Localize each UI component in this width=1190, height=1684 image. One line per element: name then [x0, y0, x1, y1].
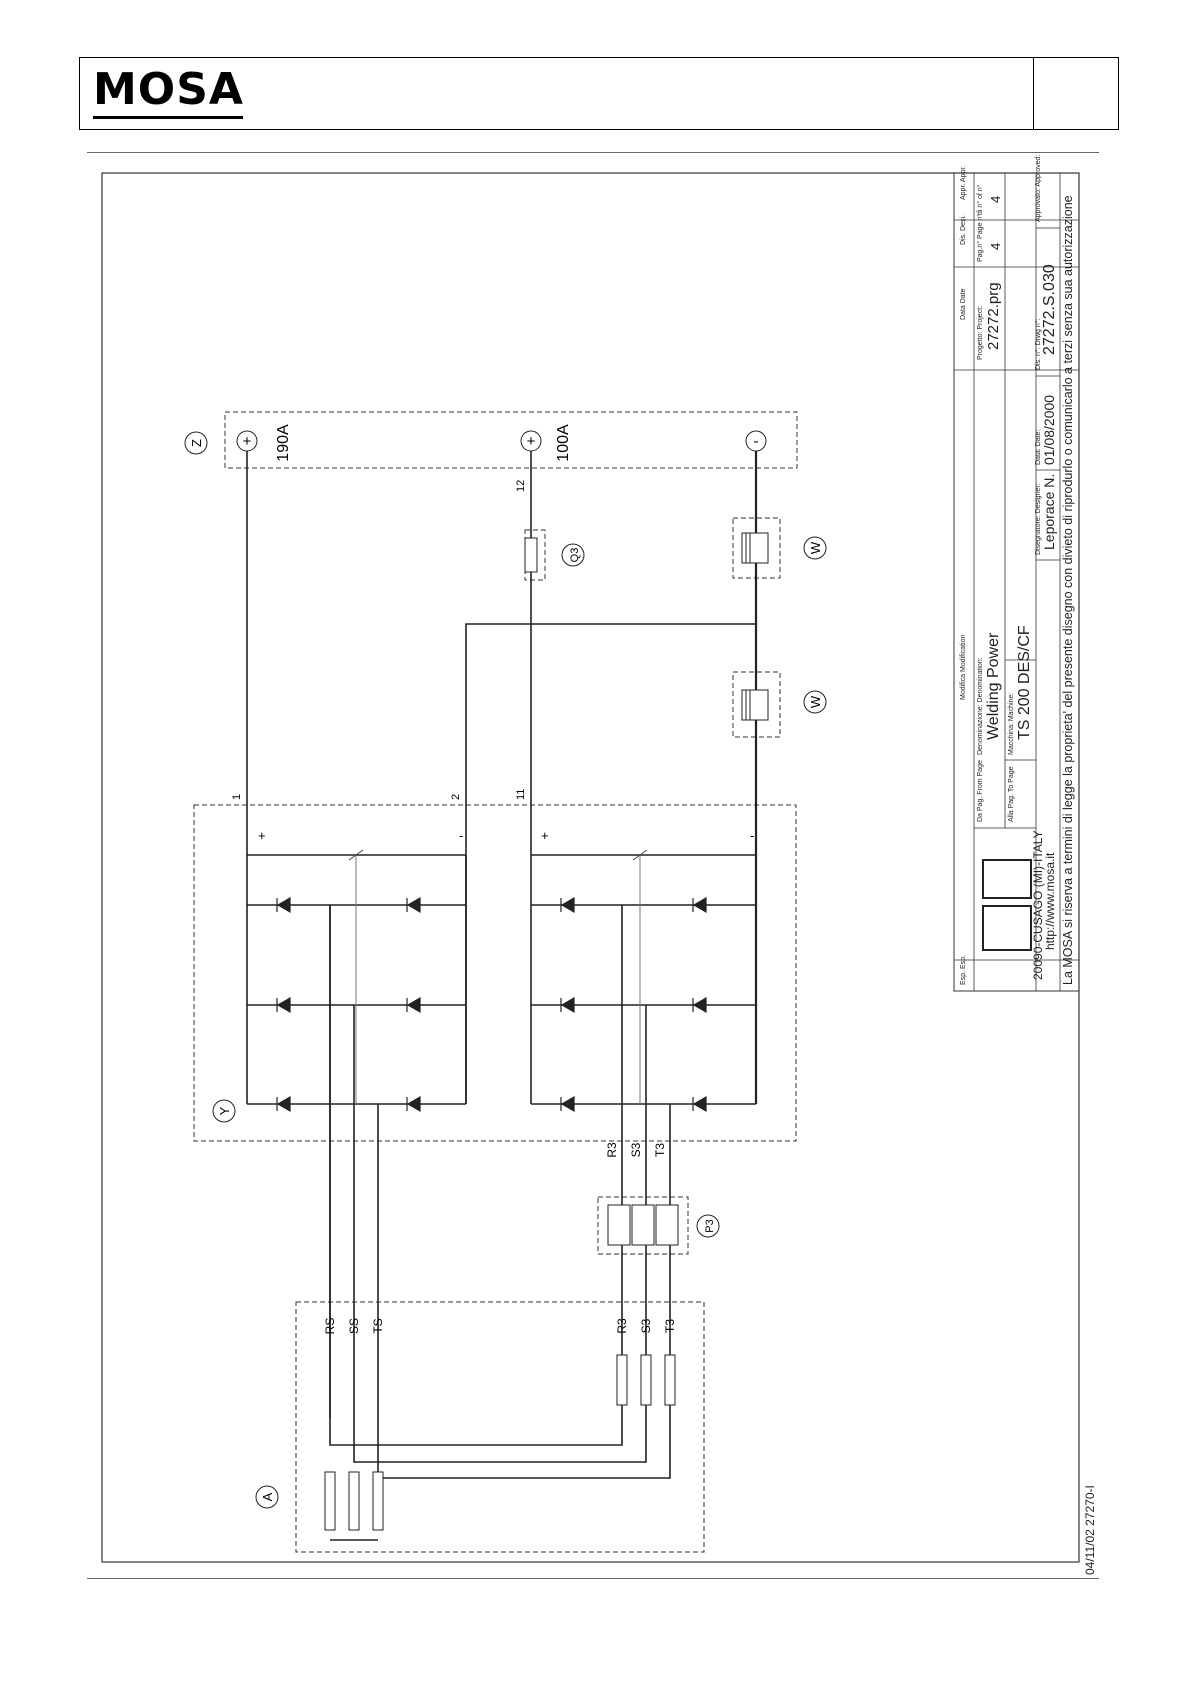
tb-from-page-label: Da Pag. From Page: [977, 760, 984, 822]
gen-label-s3: S3: [639, 1318, 653, 1333]
tb-designer: Leporace N.: [1041, 474, 1057, 550]
gen-label-ss: SS: [347, 1318, 361, 1334]
tb-mosa-logo: [982, 859, 1032, 951]
p3-label-s3: S3: [629, 1142, 643, 1157]
tb-dis-label: Dis. Desi.: [960, 215, 967, 245]
wire-number-1: 1: [231, 794, 243, 800]
diode-b1-bot-6: [406, 996, 421, 1014]
inductors: [741, 532, 769, 721]
p3-labels: R3 S3 T3: [605, 1142, 667, 1158]
diode-b2-bot-12: [692, 1095, 707, 1113]
wire-number-12: 12: [515, 480, 527, 492]
tb-appr-label: Appr. Appr.: [960, 166, 967, 200]
tb-date: 01/08/2000: [1041, 395, 1057, 465]
p3-label-r3: R3: [605, 1142, 619, 1158]
tb-project-label: Progetto: Project:: [977, 306, 984, 360]
tb-approved-label: Approvato: Approved:: [1035, 155, 1042, 222]
tb-of-label: di n° of n°: [976, 184, 984, 215]
logo-underline: [93, 116, 243, 119]
bridge2-minus: -: [750, 828, 754, 843]
tb-page: 4: [988, 243, 1003, 250]
terminal-100a-sign: +: [527, 433, 536, 450]
wires: [246, 451, 758, 1541]
generator-labels: RS SS TS R3 S3 T3: [323, 1318, 677, 1335]
tb-to-page-label: Alla Pag. To Page: [1008, 766, 1015, 822]
gen-label-rs: RS: [323, 1318, 337, 1335]
title-block: Esp. Esp. Modifica Modification Data Dat…: [953, 155, 1080, 992]
tb-drawing-label: Dis. n°: Drwg n°:: [1034, 318, 1042, 370]
rectifier-box-y: [193, 804, 797, 1142]
label-a: A: [260, 1492, 275, 1501]
wire-number-2: 2: [450, 794, 462, 800]
label-w2: W: [808, 541, 823, 554]
tb-denomination: Welding Power: [985, 632, 1002, 740]
diode-b2-top-11: [560, 1095, 575, 1113]
tb-machine: TS 200 DES/CF: [1016, 625, 1033, 740]
terminal-100a-label: 100A: [555, 424, 572, 462]
terminal-190a-label: 190A: [275, 424, 292, 462]
bottom-rule: [87, 1578, 1099, 1579]
drawing-frame: [101, 172, 1080, 1563]
p3-label-t3: T3: [653, 1143, 667, 1157]
label-y: Y: [217, 1106, 232, 1115]
diode-b2-bot-8: [692, 996, 707, 1014]
mosa-logo: MOSA: [93, 64, 244, 115]
gen-label-r3: R3: [615, 1318, 629, 1334]
label-z: Z: [189, 439, 204, 447]
bridge1-plus: +: [258, 828, 266, 843]
tb-drawing: 27272.S.030: [1041, 264, 1058, 355]
wire-numbers: 1 2 11 12: [231, 480, 527, 800]
tb-designer-label: Disegnatore: Designer:: [1035, 483, 1042, 555]
top-rule: [87, 152, 1099, 153]
tb-project: 27272.prg: [985, 282, 1002, 350]
transformer-p3: [607, 1204, 679, 1246]
label-p3: P3: [704, 1219, 716, 1232]
tb-machine-label: Macchina: Machine:: [1008, 693, 1015, 755]
gen-label-ts: TS: [371, 1318, 385, 1333]
tb-denomination-label: Denominazione: Denomination:: [977, 657, 984, 755]
generator-windings: [324, 1354, 676, 1531]
varistors: [348, 849, 648, 1104]
rectifier-diodes: [276, 896, 707, 1113]
diode-b2-top-3: [560, 896, 575, 914]
diode-b1-bot-2: [406, 896, 421, 914]
terminal-box-z: [224, 411, 798, 469]
block-labels: Z Y A P3 Q3 W W: [184, 431, 827, 1509]
tb-footer: La MOSA si riserva a termini di legge la…: [1061, 195, 1075, 985]
generator-box-a: [295, 1301, 705, 1553]
page-header: MOSA: [79, 57, 1119, 130]
tb-website: http://www.mosa.it: [1043, 852, 1057, 950]
tb-page-label: Pag.n° Page n°: [976, 214, 984, 262]
tb-date-label: Data: Date:: [1035, 430, 1042, 465]
tb-of: 4: [988, 196, 1003, 203]
tb-address: 20090-CUSAGO (MI)-ITALY: [1031, 830, 1045, 980]
bridge2-plus: +: [541, 828, 549, 843]
doc-code: 04/11/02 27270-I: [1083, 1485, 1097, 1575]
header-separator: [1033, 58, 1034, 129]
transformer-box-p3: [597, 1196, 689, 1255]
terminal-190a-sign: +: [243, 433, 252, 450]
terminal-negative-sign: -: [754, 433, 759, 450]
diode-b1-bot-10: [406, 1095, 421, 1113]
bridge1-minus: -: [459, 828, 463, 843]
wire-number-11: 11: [515, 789, 527, 800]
diode-b1-top-1: [276, 896, 291, 914]
label-w1: W: [808, 695, 823, 708]
label-q3: Q3: [569, 548, 581, 563]
diode-b1-top-5: [276, 996, 291, 1014]
tb-esp-label: Esp. Esp.: [960, 955, 967, 985]
diode-b2-top-7: [560, 996, 575, 1014]
diode-b1-top-9: [276, 1095, 291, 1113]
bridge-signs: + - + -: [258, 828, 754, 843]
terminals: + 190A + 100A -: [236, 424, 767, 462]
diode-b2-bot-4: [692, 896, 707, 914]
tb-mod-label: Modifica Modification: [960, 635, 967, 700]
gen-label-t3: T3: [663, 1319, 677, 1333]
tb-data-label: Data Date: [960, 288, 967, 320]
fuse-q3: [524, 537, 538, 573]
